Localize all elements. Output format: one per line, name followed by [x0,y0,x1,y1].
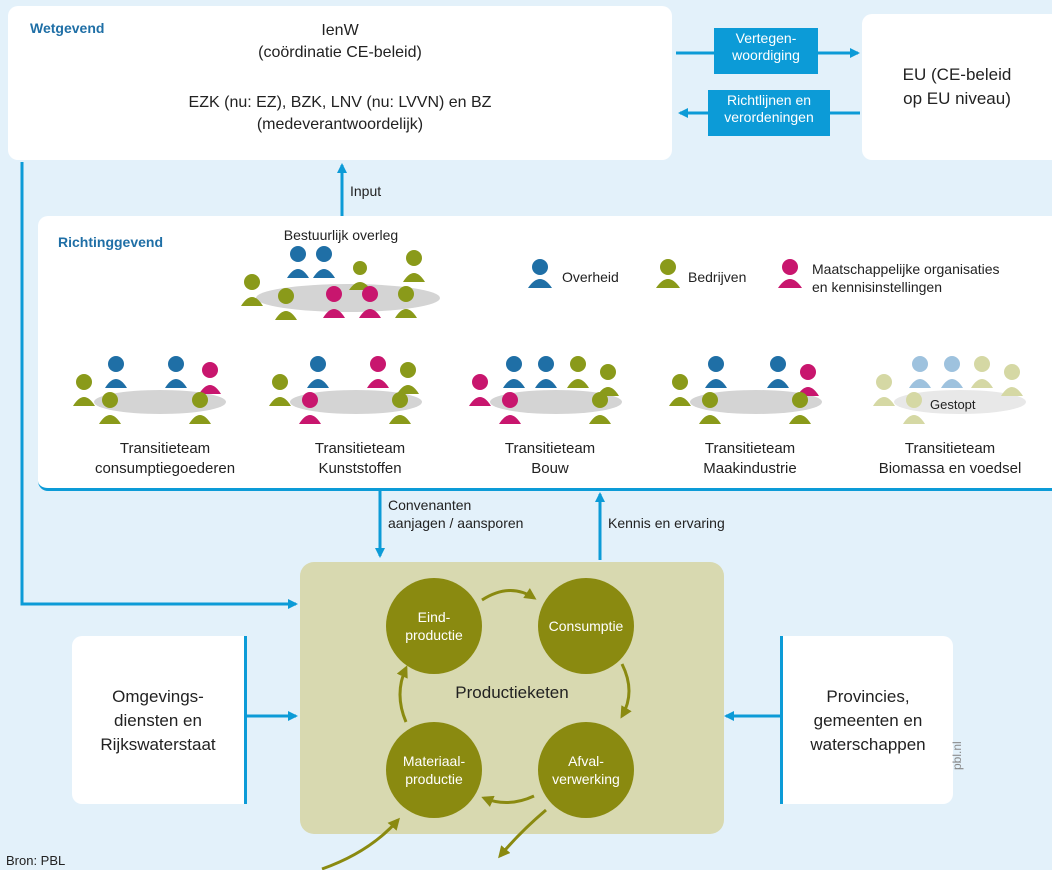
ienw-role: (coördinatie CE-beleid) [258,44,422,61]
team-consumptiegoederen-l2: consumptiegoederen [94,460,236,477]
team-consumptiegoederen-l1: Transitieteam [119,440,211,457]
materiaal-line2: productie [405,771,463,787]
team-bouw-illustration [469,356,622,424]
consumptie-node: Consumptie [538,578,634,674]
team-maakindustrie-l2: Maakindustrie [703,460,797,477]
ministries-label: EZK (nu: EZ), BZK, LNV (nu: LVVN) en BZ [188,94,492,111]
overleg-label: Bestuurlijk overleg [283,227,399,243]
eu-line2: op EU niveau) [903,89,1011,108]
source-label: Bron: PBL [6,853,66,868]
productieketen-title: Productieketen [455,683,569,702]
team-consumptiegoederen-illustration [73,356,226,424]
wetgevend-box: Wetgevend IenW (coördinatie CE-beleid) E… [8,6,672,160]
wetgevend-to-keten-line [20,162,298,609]
provincies-line2: gemeenten en [813,711,923,730]
provincies-box: Provincies, gemeenten en waterschappen [780,636,953,804]
productieketen-area [300,562,724,834]
overleg-people [241,246,425,320]
team-bouw-l1: Transitieteam [504,440,596,457]
gestopt-label: Gestopt [930,397,976,412]
vertegen-line2: woordiging [732,47,800,63]
team-maakindustrie-illustration [669,356,822,424]
team-biomassa-l2: Biomassa en voedsel [878,460,1022,477]
afval-line1: Afval- [568,753,604,769]
bedrijven-icon [656,259,680,288]
provincies-line3: waterschappen [810,735,926,754]
consumptie-label: Consumptie [548,618,624,634]
afval-line2: verwerking [552,771,620,787]
legend-maatschappelijk-line2: en kennisinstellingen [812,279,942,295]
team-biomassa-illustration [873,356,1026,424]
richt-line1: Richtlijnen en [726,92,812,108]
vertegenwoordiging-tag: Vertegen- woordiging [714,28,818,74]
eu-line1: EU (CE-beleid [902,65,1012,84]
richtinggevend-title: Richtinggevend [58,234,164,250]
input-label: Input [350,183,382,199]
legend-maatschappelijk-line1: Maatschappelijke organisaties [812,261,1000,277]
omgeving-line2: diensten en [114,711,202,730]
bestuurlijk-overleg-illustration [241,246,440,320]
afvalverwerking-node: Afval-verwerking [538,722,634,818]
maatschappelijk-icon [778,259,802,288]
team-kunststoffen-l1: Transitieteam [314,440,406,457]
omgeving-box: Omgevings- diensten en Rijkswaterstaat [72,636,247,804]
wetgevend-title: Wetgevend [30,20,105,36]
eind-line2: productie [405,627,463,643]
ienw-label: IenW [321,22,359,39]
vertegen-line1: Vertegen- [735,30,797,46]
materiaal-line1: Materiaal- [402,753,466,769]
pbl-watermark: pbl.nl [950,741,964,770]
provincies-line1: Provincies, [826,687,910,706]
richtlijnen-tag: Richtlijnen en verordeningen [708,90,830,136]
team-maakindustrie-l1: Transitieteam [704,440,796,457]
team-biomassa-l1: Transitieteam [904,440,996,457]
eindproductie-node: Eind-productie [386,578,482,674]
eu-box: EU (CE-beleid op EU niveau) [862,14,1052,160]
team-kunststoffen-l2: Kunststoffen [318,460,402,477]
team-bouw-l2: Bouw [531,460,569,477]
legend-overheid: Overheid [562,269,619,285]
eind-line1: Eind- [417,609,451,625]
omgeving-line3: Rijkswaterstaat [100,735,216,754]
omgeving-line1: Omgevings- [112,687,204,706]
convenanten-line2: aanjagen / aansporen [388,515,524,531]
ministries-role: (medeverantwoordelijk) [256,116,424,133]
legend-bedrijven: Bedrijven [688,269,747,285]
convenanten-line1: Convenanten [388,497,472,513]
materiaalproductie-node: Materiaal-productie [386,722,482,818]
richt-line2: verordeningen [724,109,814,125]
overheid-icon [528,259,552,288]
kennis-label: Kennis en ervaring [608,515,725,531]
team-kunststoffen-illustration [269,356,422,424]
